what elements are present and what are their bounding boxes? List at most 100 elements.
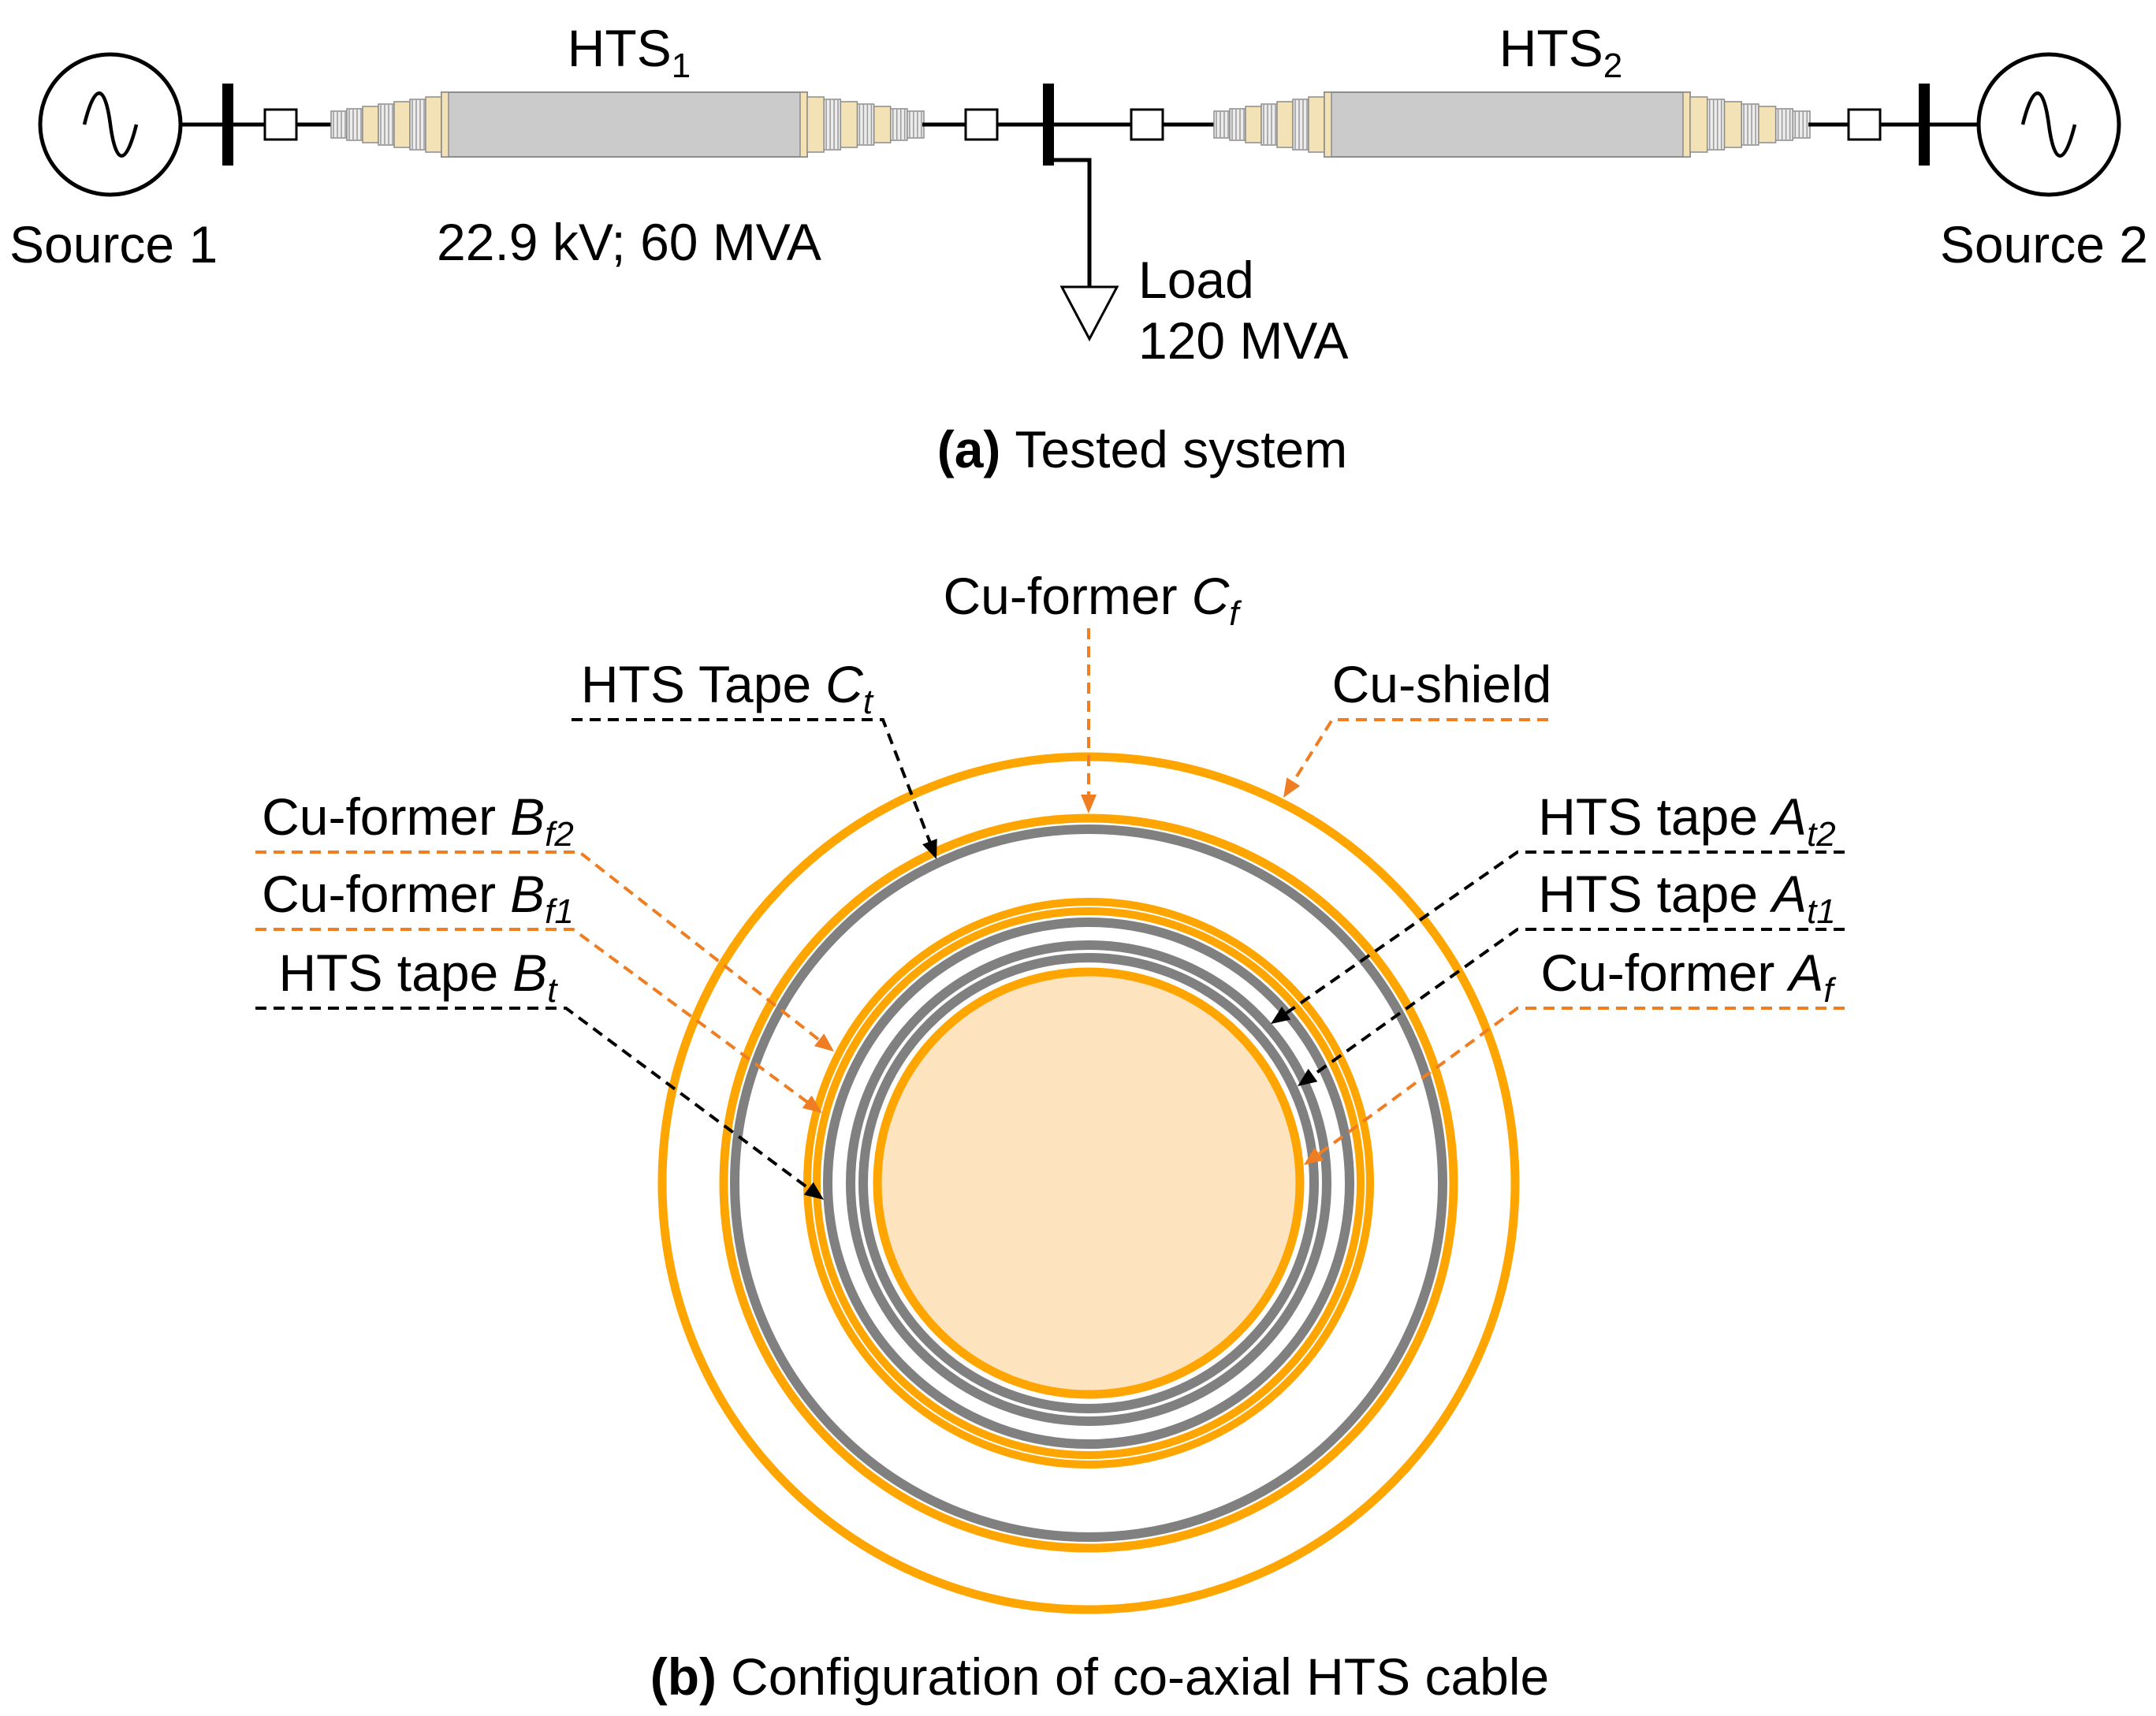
hts-1-name: HTS <box>568 19 672 77</box>
label-variable: A <box>1769 787 1807 846</box>
cable-body <box>441 91 808 158</box>
taper-insulation-band <box>425 96 442 153</box>
hts-1-label: HTS1 <box>568 19 691 85</box>
arrowhead <box>803 1182 824 1200</box>
cable-core <box>881 975 1297 1391</box>
leader-cu-former-bf2 <box>255 851 824 1044</box>
cable-rating-label: 22.9 kV; 60 MVA <box>437 213 821 271</box>
cable-body-end-band <box>799 91 808 158</box>
label-variable: C <box>825 655 864 713</box>
taper-hatching <box>380 105 393 144</box>
taper-hatching <box>1708 100 1722 149</box>
cable-rating-text: 22.9 kV; 60 MVA <box>437 213 821 271</box>
taper-hatching <box>1263 105 1276 144</box>
hts-cable-1 <box>330 91 925 158</box>
label-text: Cu-former <box>262 787 496 846</box>
hts-2-label: HTS2 <box>1499 19 1622 85</box>
caption-a-tag: (a) <box>937 420 1001 478</box>
taper-hatching <box>348 110 362 140</box>
hts-1-subscript: 1 <box>672 47 691 85</box>
leader-cu-former-af <box>1315 1007 1845 1158</box>
caption-b-text: Configuration of co-axial HTS cable <box>731 1647 1549 1706</box>
label-subscript: f1 <box>545 892 574 931</box>
arrowhead <box>1271 1007 1291 1024</box>
leader-cu-former-bf1 <box>255 928 811 1106</box>
leader-lines <box>255 628 1845 1200</box>
load-symbol <box>1059 285 1119 342</box>
label-variable: A <box>1785 944 1823 1002</box>
label-text: Cu-former <box>262 865 496 923</box>
taper-insulation-band <box>1245 106 1262 143</box>
taper-hatching <box>825 100 839 149</box>
ring-hts-tape-at2 <box>846 940 1331 1426</box>
leader-hts-tape-at1 <box>1309 928 1845 1079</box>
label-text: HTS Tape <box>581 655 811 713</box>
taper-insulation-band <box>362 106 379 143</box>
label-variable: B <box>510 787 545 846</box>
load-feeder <box>1052 158 1092 287</box>
label-cu-shield: Cu-shield <box>1332 655 1552 713</box>
leader-hts-tape-bt <box>255 1007 813 1193</box>
label-subscript: t2 <box>1807 815 1836 854</box>
taper-hatching <box>892 110 906 140</box>
breaker-3 <box>1130 108 1164 141</box>
taper-hatching <box>909 112 922 137</box>
leader-hts-tape-ct <box>572 718 933 846</box>
ring-cu-former-cf <box>719 813 1458 1553</box>
taper-hatching <box>1231 110 1245 140</box>
ac-sine-icon <box>82 91 139 158</box>
ring-cu-former-bf1 <box>813 907 1365 1459</box>
arrowhead <box>1081 795 1097 813</box>
taper-insulation-band <box>1758 106 1777 143</box>
cable-body-end-band <box>441 91 449 158</box>
bus-bar-2 <box>1043 84 1054 166</box>
arrowhead <box>802 1095 822 1113</box>
taper-insulation-band <box>1276 101 1294 148</box>
bus-bar-3 <box>1919 84 1930 166</box>
taper-hatching <box>1794 112 1808 137</box>
arrowhead <box>1298 1068 1318 1086</box>
arrowhead <box>922 839 937 859</box>
arrowhead <box>1304 1147 1324 1165</box>
taper-insulation-band <box>1689 96 1708 153</box>
label-subscript: t <box>863 683 874 721</box>
label-text: Cu-former <box>1540 944 1774 1002</box>
label-subscript: t <box>547 971 558 1010</box>
label-text: HTS tape <box>278 944 498 1002</box>
taper-hatching <box>1777 110 1791 140</box>
source-2-text: Source 2 <box>1940 215 2148 274</box>
taper-hatching <box>1216 112 1229 137</box>
load-rating: 120 MVA <box>1138 311 1349 370</box>
source-2-label: Source 2 <box>1940 215 2148 274</box>
taper-insulation-band <box>840 101 858 148</box>
label-variable: B <box>512 944 547 1002</box>
arrowhead <box>814 1033 834 1052</box>
ring-hts-tape-ct <box>730 824 1447 1542</box>
hts-2-subscript: 2 <box>1603 47 1622 85</box>
label-text: HTS tape <box>1538 787 1758 846</box>
caption-b-tag: (b) <box>650 1647 717 1706</box>
arrowhead <box>1283 777 1301 798</box>
label-subscript: f2 <box>545 815 574 854</box>
breaker-1 <box>263 108 298 141</box>
ring-hts-tape-at1 <box>858 953 1319 1413</box>
taper-hatching <box>858 105 873 144</box>
load-text: Load <box>1138 251 1254 309</box>
label-text: HTS tape <box>1538 865 1758 923</box>
label-variable: C <box>1192 567 1231 625</box>
cable-body-end-band <box>1682 91 1691 158</box>
caption-b: (b)Configuration of co-axial HTS cable <box>650 1647 1549 1706</box>
label-subscript: t1 <box>1807 892 1836 931</box>
load-rating-text: 120 MVA <box>1138 311 1349 370</box>
label-variable: A <box>1769 865 1807 923</box>
taper-hatching <box>1294 100 1308 149</box>
caption-a: (a)Tested system <box>937 420 1348 478</box>
taper-insulation-band <box>393 101 411 148</box>
load-label: Load <box>1138 251 1254 309</box>
